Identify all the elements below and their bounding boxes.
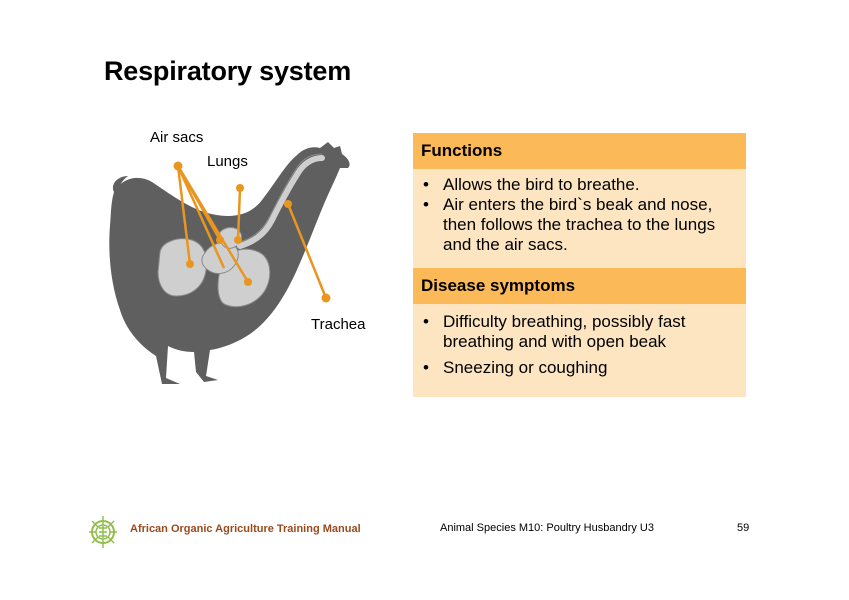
symptoms-item: Difficulty breathing, possibly fast brea… <box>421 312 736 352</box>
functions-list: Allows the bird to breathe. Air enters t… <box>421 175 736 255</box>
symptoms-panel: Disease symptoms Difficulty breathing, p… <box>413 268 746 397</box>
symptoms-list: Difficulty breathing, possibly fast brea… <box>421 312 736 378</box>
trachea-tube <box>237 155 325 249</box>
page-number: 59 <box>737 522 750 534</box>
chicken-diagram: Air sacs Lungs Trachea <box>100 120 400 400</box>
pointer-dots <box>173 161 331 303</box>
tail-feathers <box>112 176 128 194</box>
functions-item: Air enters the bird`s beak and nose, the… <box>421 195 736 255</box>
manual-logo-icon <box>89 516 117 548</box>
functions-heading: Functions <box>413 133 746 169</box>
slide-title: Respiratory system <box>104 56 352 86</box>
label-lungs: Lungs <box>207 153 248 170</box>
pointer-lines <box>176 165 328 299</box>
label-trachea: Trachea <box>311 316 366 333</box>
symptoms-body: Difficulty breathing, possibly fast brea… <box>413 304 746 397</box>
label-air-sacs: Air sacs <box>150 129 204 146</box>
functions-panel: Functions Allows the bird to breathe. Ai… <box>413 133 746 268</box>
symptoms-heading: Disease symptoms <box>413 268 746 304</box>
symptoms-item: Sneezing or coughing <box>421 358 736 378</box>
footer-module: Animal Species M10: Poultry Husbandry U3 <box>440 522 654 534</box>
functions-item: Allows the bird to breathe. <box>421 175 736 195</box>
chicken-illustration <box>109 142 350 384</box>
footer-manual-title: African Organic Agriculture Training Man… <box>130 523 361 535</box>
air-sac-rear <box>157 238 207 297</box>
functions-body: Allows the bird to breathe. Air enters t… <box>413 169 746 268</box>
trachea-outline <box>239 153 323 243</box>
